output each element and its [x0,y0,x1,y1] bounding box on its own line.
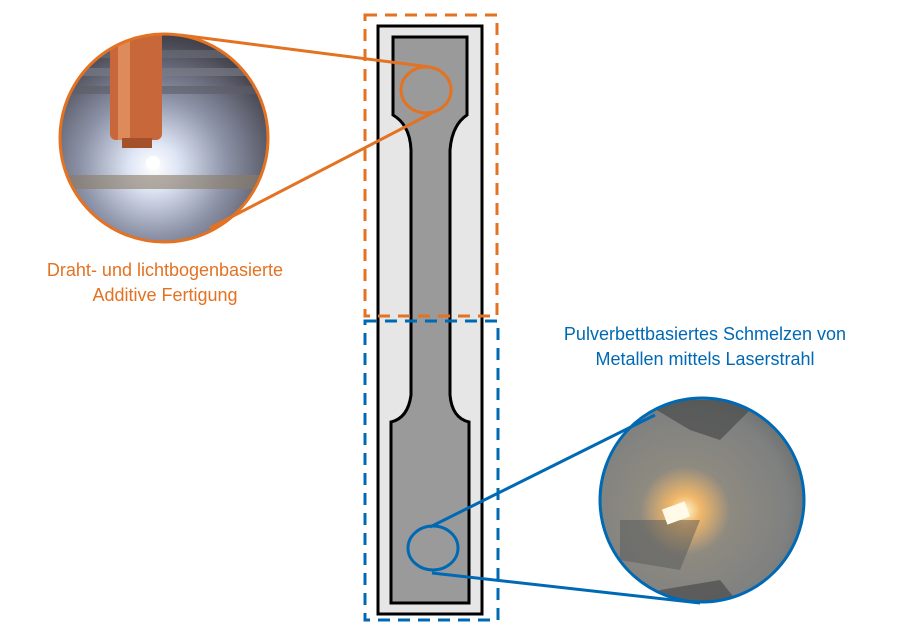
waam-photo-border [58,32,270,244]
pbf-photo [600,398,804,602]
pbf-callout-line [429,413,656,529]
waam-label: Draht- und lichtbogenbasierte Additive F… [20,258,310,308]
waam-photo [60,34,268,242]
waam-label-line: Draht- und lichtbogenbasierte [46,260,284,280]
pbf-label: Pulverbettbasiertes Schmelzen von Metall… [520,322,890,372]
waam-callout-line [209,111,433,230]
pbf-label-line: Pulverbettbasiertes Schmelzen von [563,324,847,344]
waam-region-box [363,13,499,318]
pbf-label-line: Metallen mittels Laserstrahl [595,349,815,369]
pbf-callout-line [431,571,701,605]
waam-callout-line [179,33,431,69]
waam-label-line: Additive Fertigung [92,285,238,305]
pbf-photo-border [598,396,806,604]
pbf-region-box [363,319,500,622]
